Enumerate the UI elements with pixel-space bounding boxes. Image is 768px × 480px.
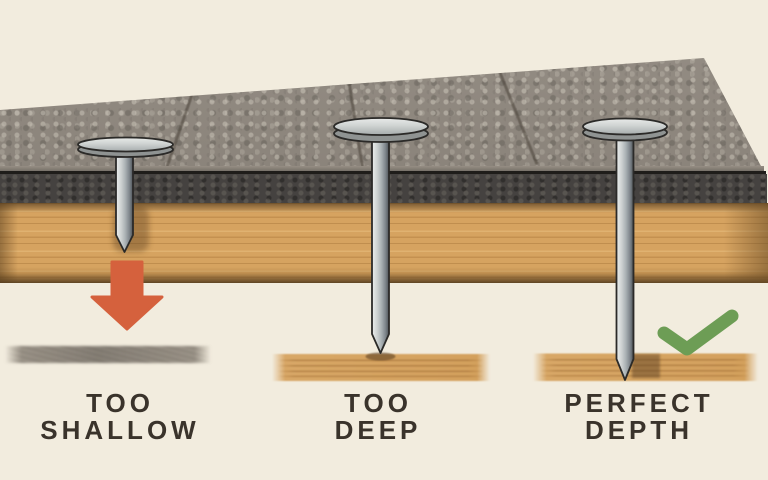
nail-head [333, 117, 429, 136]
nail-hole-shadow-right [632, 354, 660, 378]
nail-too-shallow [77, 136, 174, 253]
nail-shank [371, 132, 390, 354]
nail-perfect-depth [582, 117, 668, 381]
nail-head [77, 136, 174, 153]
nail-shank [615, 133, 635, 381]
shingle-fragment [5, 346, 211, 363]
label-line: SHALLOW [40, 415, 200, 445]
label-too-shallow: TOO SHALLOW [0, 390, 250, 444]
label-line: PERFECT [564, 388, 714, 418]
label-too-deep: TOO DEEP [248, 390, 508, 444]
nail-too-deep [333, 117, 429, 354]
label-line: DEEP [334, 415, 422, 445]
nail-head [582, 117, 668, 136]
label-line: TOO [86, 388, 154, 418]
nail-dent-shadow [365, 352, 396, 361]
label-perfect-depth: PERFECT DEPTH [509, 390, 768, 444]
nail-shank [115, 150, 134, 253]
checkmark-icon [657, 309, 739, 356]
label-line: DEPTH [584, 415, 694, 445]
label-line: TOO [344, 388, 412, 418]
down-arrow-icon [90, 260, 164, 331]
